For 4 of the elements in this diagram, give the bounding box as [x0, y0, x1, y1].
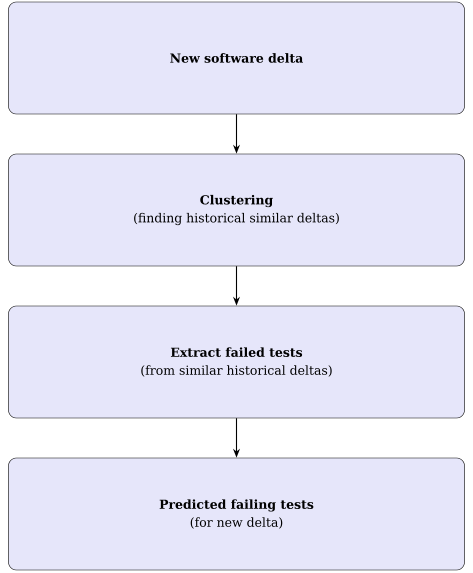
process-box: Predicted failing tests (for new delta)	[8, 458, 465, 570]
process-box: Clustering (finding historical similar deltas)	[8, 154, 465, 266]
process-box: New software delta	[8, 2, 465, 114]
process-box: Extract failed tests (from similar historical deltas)	[8, 306, 465, 418]
